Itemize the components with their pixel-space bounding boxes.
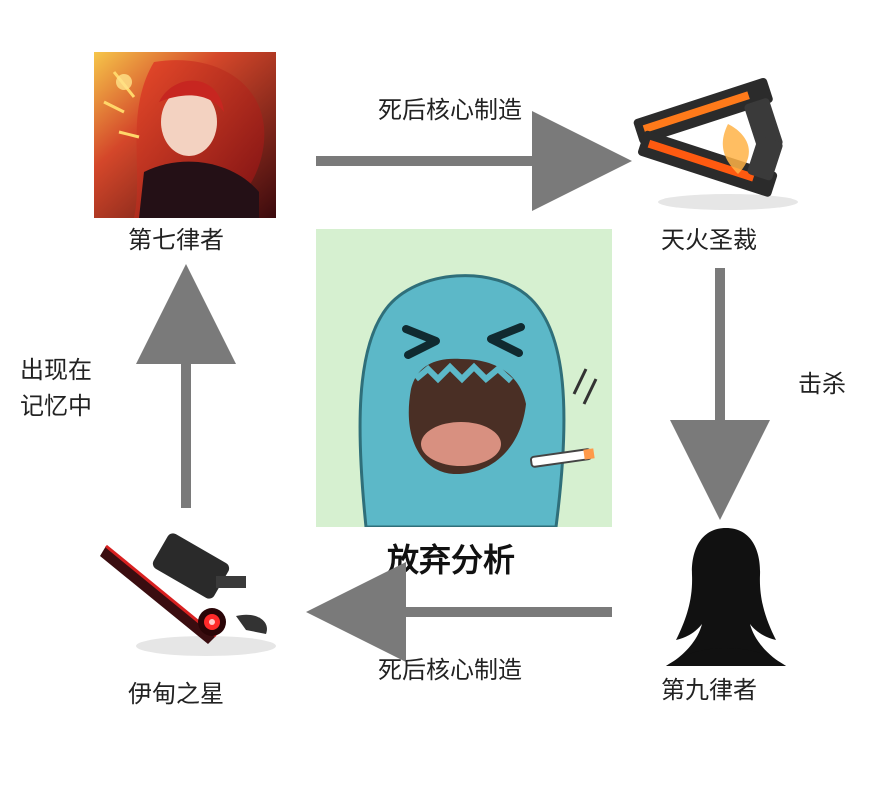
heavenly-fire-image (628, 64, 808, 214)
seventh-law-image (94, 52, 276, 218)
heavenly-fire-label: 天火圣裁 (661, 226, 757, 254)
center-meme-image (316, 229, 612, 527)
edge-bottom-label: 死后核心制造 (378, 656, 522, 684)
edge-right-label: 击杀 (798, 370, 846, 398)
ninth-law-image (646, 520, 806, 670)
star-of-eden-label: 伊甸之星 (128, 680, 224, 708)
star-of-eden-image (96, 526, 278, 662)
edge-top-label: 死后核心制造 (378, 96, 522, 124)
center-caption: 放弃分析 (387, 541, 516, 579)
edge-left-label-line1: 出现在 (20, 356, 92, 384)
edge-left-label-line2: 记忆中 (20, 392, 92, 420)
seventh-law-label: 第七律者 (128, 226, 224, 254)
ninth-law-label: 第九律者 (661, 676, 757, 704)
